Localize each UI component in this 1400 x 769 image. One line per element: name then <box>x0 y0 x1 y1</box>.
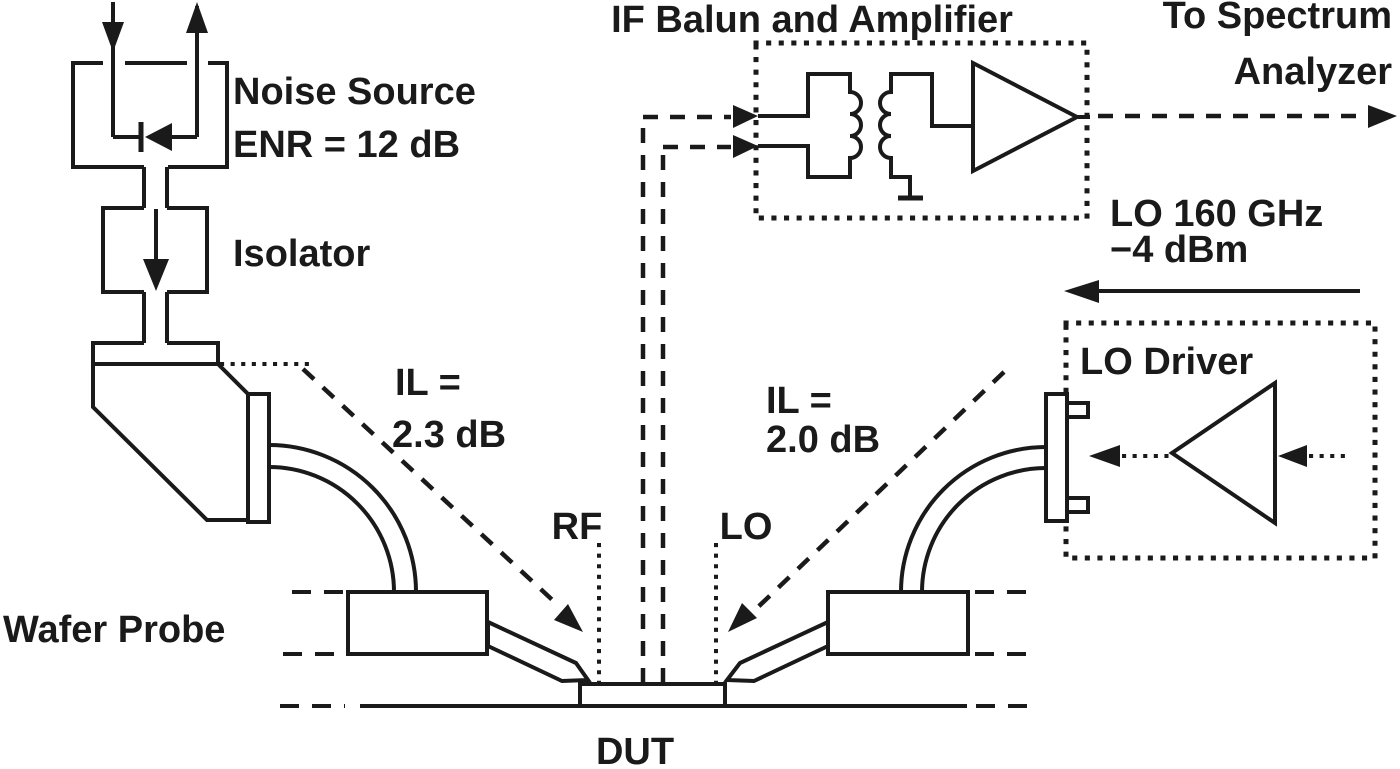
isolator-label: Isolator <box>233 233 370 275</box>
rf-curved-waveguide-inner <box>268 465 396 593</box>
lo-drive-arrow <box>1064 280 1360 303</box>
balun-secondary-winding <box>878 72 973 197</box>
if-balun-label: IF Balun and Amplifier <box>611 0 1013 41</box>
wafer-probe-right-tip <box>723 618 830 684</box>
if-balun-amplifier-block <box>753 40 1090 221</box>
noise-source-box <box>71 61 229 169</box>
lo-curved-waveguide-outer <box>899 445 1047 593</box>
rf-port-label: RF <box>552 506 603 548</box>
wafer-probe-right-body <box>826 590 970 656</box>
il-left-label-line2: 2.3 dB <box>392 414 506 456</box>
waveguide-isolator-to-bend <box>142 292 169 343</box>
rf-waveguide-bend <box>91 341 418 593</box>
lo-driver-amplifier-triangle-icon <box>1168 379 1277 527</box>
dut-chip <box>578 682 727 708</box>
lo-port-label: LO <box>720 506 773 548</box>
wafer-probe-left-body <box>346 590 489 656</box>
noise-input-arrowhead-icon <box>102 22 124 52</box>
rf-curved-waveguide-outer <box>268 443 418 593</box>
wafer-probe-left-tip <box>486 618 592 684</box>
if-arrowhead-2-icon <box>733 135 758 158</box>
lo-flange-top-tab <box>1065 401 1090 419</box>
noise-source-symbol <box>71 2 229 169</box>
il-indicator-left <box>220 362 583 632</box>
noise-output-arrowhead-icon <box>186 2 208 33</box>
lo-signal-label-line1: LO 160 GHz <box>1110 193 1323 235</box>
if-amplifier-triangle-icon <box>971 59 1082 175</box>
lo-driver-label: LO Driver <box>1080 341 1253 383</box>
lo-waveguide <box>899 392 1090 593</box>
il-right-arrowhead-icon <box>728 603 757 632</box>
il-left-arrowhead-icon <box>554 604 583 632</box>
lo-waveguide-flange <box>1044 392 1069 523</box>
il-indicator-right <box>728 370 1006 632</box>
isolator-symbol <box>101 167 209 343</box>
balun-primary-winding <box>758 72 863 179</box>
il-right-label-line2: 2.0 dB <box>766 419 880 461</box>
spectrum-output-path <box>1098 105 1397 128</box>
if-arrowhead-1-icon <box>733 105 758 128</box>
il-right-label-line1: IL = <box>766 380 832 422</box>
bend-block <box>91 362 250 522</box>
spectrum-label-line1: To Spectrum <box>1163 0 1392 37</box>
lo-curved-waveguide-inner <box>920 466 1047 593</box>
noise-source-label-line2: ENR = 12 dB <box>233 124 460 166</box>
lo-arrowhead-icon <box>1064 280 1099 303</box>
wafer-probe-label: Wafer Probe <box>3 609 225 651</box>
spectrum-label-line2: Analyzer <box>1234 51 1393 93</box>
lo-signal-label-line2: −4 dBm <box>1110 229 1248 271</box>
il-left-label-line1: IL = <box>395 362 461 404</box>
bend-top-plate <box>91 341 220 364</box>
lo-flange-bottom-tab <box>1065 496 1090 514</box>
spectrum-arrowhead-icon <box>1368 105 1397 128</box>
il-right-dashed-line <box>755 370 1006 610</box>
rf-waveguide-flange <box>246 392 271 524</box>
if-balun-dotted-box <box>753 40 1090 221</box>
if-signal-path <box>640 105 758 683</box>
isolator-box <box>101 206 209 294</box>
isolator-arrowhead-icon <box>143 259 169 291</box>
lo-driver-input-arrowhead-icon <box>1278 445 1307 467</box>
il-left-dashed-line <box>301 367 562 609</box>
lo-driver-output-arrowhead-icon <box>1089 445 1120 467</box>
dut-label: DUT <box>596 731 674 769</box>
wafer-probe-left <box>346 590 592 684</box>
waveguide-noise-to-isolator <box>142 167 169 208</box>
wafer-probe-right <box>723 590 970 684</box>
diode-triangle-icon <box>145 123 172 151</box>
noise-source-label-line1: Noise Source <box>233 71 476 113</box>
